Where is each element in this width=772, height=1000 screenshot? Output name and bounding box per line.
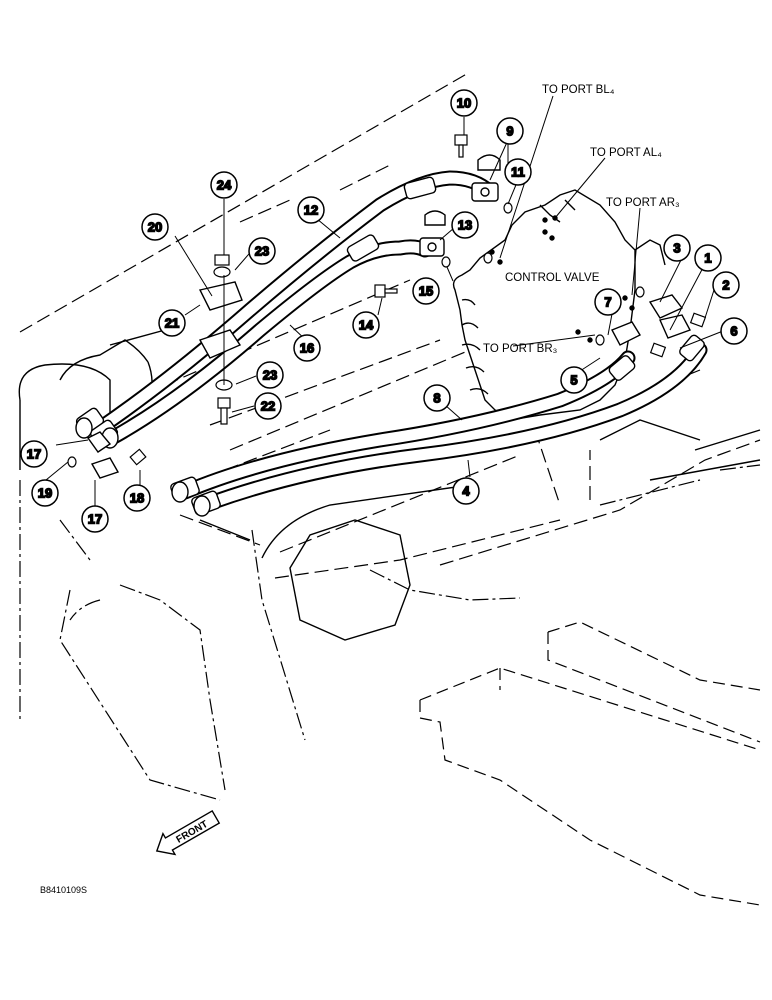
- label-port-br3: TO PORT BR₃: [483, 343, 558, 355]
- callout-23-bottom: 23: [256, 361, 284, 389]
- flange-fittings: [86, 154, 691, 479]
- callout-23-top: 23: [248, 237, 276, 265]
- callout-17-top: 17: [20, 440, 48, 468]
- svg-text:19: 19: [38, 486, 52, 501]
- svg-text:4: 4: [462, 484, 470, 499]
- svg-text:23: 23: [255, 244, 269, 259]
- callout-10: 10: [450, 89, 478, 117]
- front-arrow: FRONT: [155, 809, 221, 856]
- leader-lines: [45, 95, 724, 512]
- callout-24: 24: [210, 171, 238, 199]
- callout-12: 12: [297, 196, 325, 224]
- callout-3: 3: [663, 234, 691, 262]
- callout-19: 19: [31, 479, 59, 507]
- svg-text:10: 10: [457, 96, 471, 111]
- svg-text:15: 15: [419, 284, 433, 299]
- frame-dashdot-lines: [19, 464, 761, 801]
- control-valve: [452, 189, 666, 421]
- lower-frame-block: [419, 621, 761, 906]
- svg-text:6: 6: [730, 324, 737, 339]
- callout-9: 9: [496, 117, 524, 145]
- label-control-valve: CONTROL VALVE: [505, 272, 600, 284]
- callout-2: 2: [712, 271, 740, 299]
- callout-17-bottom: 17: [81, 505, 109, 533]
- callout-11: 11: [504, 158, 532, 186]
- svg-text:21: 21: [165, 316, 179, 331]
- label-port-al4: TO PORT AL₄: [590, 147, 662, 159]
- bolts: [129, 134, 707, 466]
- callout-5: 5: [560, 366, 588, 394]
- callout-7: 7: [594, 288, 622, 316]
- svg-text:17: 17: [27, 447, 41, 462]
- svg-text:22: 22: [261, 399, 275, 414]
- svg-text:1: 1: [704, 251, 711, 266]
- svg-text:11: 11: [511, 165, 525, 180]
- label-port-bl4: TO PORT BL₄: [542, 84, 615, 96]
- svg-text:17: 17: [88, 512, 102, 527]
- svg-text:14: 14: [359, 318, 374, 333]
- callout-20: 20: [141, 213, 169, 241]
- svg-text:23: 23: [263, 368, 277, 383]
- callout-18: 18: [123, 484, 151, 512]
- svg-text:3: 3: [673, 241, 680, 256]
- svg-text:7: 7: [604, 295, 611, 310]
- callout-14: 14: [352, 311, 380, 339]
- svg-text:20: 20: [148, 220, 162, 235]
- svg-text:9: 9: [506, 124, 513, 139]
- port-labels: TO PORT BL₄ TO PORT AL₄ TO PORT AR₃ CONT…: [483, 84, 680, 355]
- callouts: 10 9 11 24 12 13 20 23 3 1 15 2 7 21 14 …: [20, 89, 748, 533]
- hoses: [92, 170, 708, 513]
- callout-22: 22: [254, 392, 282, 420]
- callout-8: 8: [423, 384, 451, 412]
- center-body-outline: [199, 419, 761, 641]
- callout-13: 13: [451, 211, 479, 239]
- callout-1: 1: [694, 244, 722, 272]
- svg-text:12: 12: [304, 203, 318, 218]
- callout-15: 15: [412, 277, 440, 305]
- svg-text:18: 18: [130, 491, 144, 506]
- callout-4: 4: [452, 477, 480, 505]
- svg-text:8: 8: [433, 391, 440, 406]
- callout-6: 6: [720, 317, 748, 345]
- svg-text:16: 16: [300, 341, 314, 356]
- svg-text:13: 13: [458, 218, 472, 233]
- callout-21: 21: [158, 309, 186, 337]
- svg-text:2: 2: [722, 278, 729, 293]
- label-port-ar3: TO PORT AR₃: [606, 197, 680, 209]
- svg-text:5: 5: [570, 373, 577, 388]
- svg-text:24: 24: [217, 178, 232, 193]
- figure-id: B8410109S: [40, 885, 87, 895]
- o-rings: [67, 202, 645, 468]
- callout-16: 16: [293, 334, 321, 362]
